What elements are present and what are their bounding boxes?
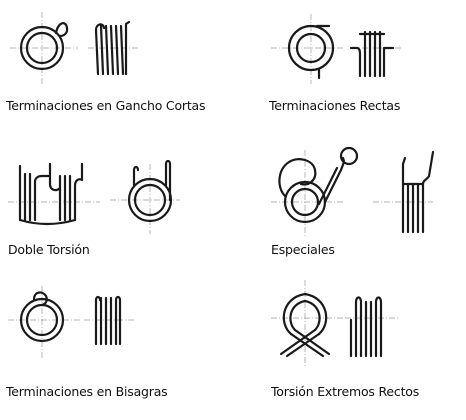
short-hook-spring-drawing [10, 12, 140, 85]
caption-double-torsion: Doble Torsión [8, 242, 90, 257]
caption-short-hook: Terminaciones en Gancho Cortas [6, 98, 206, 113]
panel-hinge: Terminaciones en Bisagras [0, 280, 233, 420]
panel-special: Especiales [233, 140, 466, 280]
caption-straight: Terminaciones Rectas [269, 98, 401, 113]
torsion-straight-ends-drawing [271, 280, 399, 368]
caption-hinge: Terminaciones en Bisagras [6, 384, 168, 399]
double-torsion-drawing [8, 159, 180, 234]
special-spring-drawing [271, 146, 435, 236]
straight-ends-drawing [271, 14, 401, 84]
caption-special: Especiales [271, 242, 335, 257]
panel-short-hook: Terminaciones en Gancho Cortas [0, 0, 233, 140]
hinge-ends-drawing [8, 286, 134, 360]
panel-double-torsion: Doble Torsión [0, 140, 233, 280]
panel-straight: Terminaciones Rectas [233, 0, 466, 140]
caption-straight-ends: Torsión Extremos Rectos [271, 384, 420, 399]
panel-straight-ends: Torsión Extremos Rectos [233, 280, 466, 420]
